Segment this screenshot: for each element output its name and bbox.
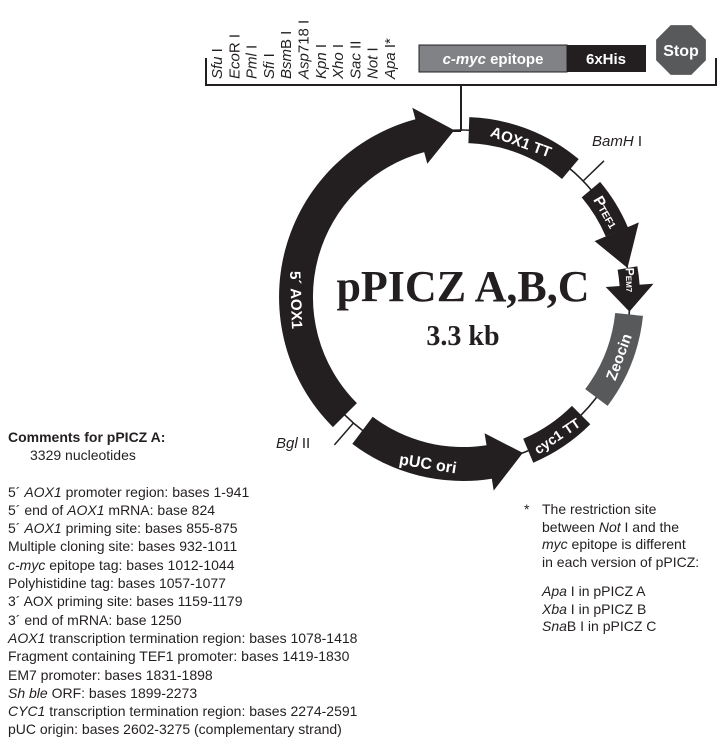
comment-line: 5´ AOX1 priming site: bases 855-875 bbox=[8, 519, 357, 537]
footnote-line: between Not I and the bbox=[542, 519, 699, 537]
comment-line: 5´ end of AOX1 mRNA: base 824 bbox=[8, 501, 357, 519]
bglii-site-label: Bgl II bbox=[276, 435, 310, 452]
footnote-variant: Xba I in pPICZ B bbox=[542, 601, 699, 619]
text-segment: AOX1 bbox=[67, 501, 105, 518]
mcs-site-label: Xho I bbox=[330, 44, 347, 80]
text-segment: in each version of pPICZ: bbox=[542, 553, 700, 570]
mcs-site-label: Apa I* bbox=[382, 38, 399, 80]
comment-line: 3´ end of mRNA: base 1250 bbox=[8, 611, 357, 629]
comment-line: 5´ AOX1 promoter region: bases 1-941 bbox=[8, 483, 357, 501]
mcs-site-label: Asp718 I bbox=[296, 20, 313, 80]
mcs-site-label: Not I bbox=[365, 47, 382, 79]
text-segment: Apa bbox=[542, 583, 567, 599]
text-segment: myc bbox=[542, 536, 568, 552]
bamhi-site-tick bbox=[582, 160, 605, 182]
text-segment: AOX1 bbox=[24, 520, 62, 537]
pem7-arrow bbox=[605, 266, 654, 312]
text-segment: 5´ end of bbox=[8, 501, 68, 518]
text-segment: pUC origin: bases 2602-3275 (complementa… bbox=[8, 721, 342, 738]
comments-panel: Comments for pPICZ A: 3329 nucleotides 5… bbox=[8, 428, 357, 739]
text-segment: AOX1 bbox=[8, 629, 46, 646]
comment-line: AOX1 transcription termination region: b… bbox=[8, 629, 357, 647]
aox1-promoter-arrow bbox=[279, 107, 455, 428]
svg-text:c-myc epitope: c-myc epitope bbox=[443, 51, 544, 68]
comment-line: pUC origin: bases 2602-3275 (complementa… bbox=[8, 720, 357, 738]
text-segment: EM7 promoter: bases 1831-1898 bbox=[8, 666, 213, 683]
text-segment: priming site: bases 855-875 bbox=[61, 520, 238, 537]
cyc1-tt-block bbox=[523, 405, 591, 463]
comment-line: 3´ AOX priming site: bases 1159-1179 bbox=[8, 592, 357, 610]
text-segment: epitope tag: bases 1012-1044 bbox=[45, 556, 235, 573]
mcs-site-label: Sac II bbox=[347, 41, 364, 79]
mcs-site-label: EcoR I bbox=[226, 34, 243, 79]
text-segment: I in pPICZ B bbox=[566, 600, 647, 617]
text-segment: Sh ble bbox=[8, 684, 48, 701]
text-segment: epitope is different bbox=[567, 536, 686, 552]
text-segment: I and the bbox=[620, 518, 680, 535]
footnote-line: myc epitope is different bbox=[542, 536, 699, 554]
plasmid-size: 3.3 kb bbox=[426, 321, 499, 352]
text-segment: between bbox=[542, 518, 599, 535]
text-segment: The restriction site bbox=[542, 501, 657, 517]
aox1-tt-block bbox=[468, 117, 579, 179]
his-tag-box: 6xHis bbox=[567, 45, 646, 72]
text-segment: 3´ end of mRNA: base 1250 bbox=[8, 611, 182, 628]
text-segment: Polyhistidine tag: bases 1057-1077 bbox=[8, 575, 226, 592]
ptef1-arrow bbox=[581, 181, 639, 268]
comment-line: EM7 promoter: bases 1831-1898 bbox=[8, 666, 357, 684]
text-segment: AOX1 bbox=[24, 483, 62, 500]
footnote-asterisk: * bbox=[524, 501, 530, 517]
mcs-bracket bbox=[205, 58, 717, 131]
comment-line: Fragment containing TEF1 promoter: bases… bbox=[8, 647, 357, 665]
cmyc-label: epitope bbox=[486, 51, 544, 68]
text-segment: I in pPICZ A bbox=[566, 583, 646, 599]
footnote-variant: SnaB I in pPICZ C bbox=[542, 618, 699, 636]
text-segment: Sna bbox=[542, 618, 567, 634]
pem7-label: PEM7 bbox=[623, 268, 638, 293]
bglii-site-tick bbox=[333, 422, 355, 446]
cmyc-italic: c-myc bbox=[443, 51, 487, 68]
comment-line: CYC1 transcription termination region: b… bbox=[8, 702, 357, 720]
puc-ori-arrow bbox=[352, 416, 523, 491]
comment-line: Multiple cloning site: bases 932-1011 bbox=[8, 537, 357, 555]
comment-line: Sh ble ORF: bases 1899-2273 bbox=[8, 684, 357, 702]
stop-label: Stop bbox=[663, 43, 699, 60]
text-segment: transcription termination region: bases … bbox=[45, 703, 358, 720]
comments-title: Comments for pPICZ A: bbox=[8, 429, 166, 445]
mcs-site-label: Sfi I bbox=[261, 53, 278, 79]
text-segment: transcription termination region: bases … bbox=[45, 629, 358, 646]
text-segment: CYC1 bbox=[8, 703, 46, 720]
plasmid-name: pPICZ A,B,C bbox=[336, 262, 589, 311]
text-segment: 5´ bbox=[8, 483, 25, 500]
text-segment: mRNA: base 824 bbox=[104, 501, 216, 518]
footnote-line: in each version of pPICZ: bbox=[542, 554, 699, 572]
aox1-promoter-label: 5´ AOX1 bbox=[286, 271, 305, 329]
text-segment: Xba bbox=[542, 600, 567, 617]
cmyc-epitope-box: c-myc epitope bbox=[418, 44, 568, 73]
text-segment: c-myc bbox=[8, 556, 46, 573]
bamhi-site-label: BamH I bbox=[592, 133, 642, 150]
mcs-site-label: Pml I bbox=[244, 45, 261, 79]
footnote-variant: Apa I in pPICZ A bbox=[542, 583, 699, 601]
text-segment: promoter region: bases 1-941 bbox=[61, 483, 250, 500]
stop-sign-icon: Stop bbox=[656, 25, 706, 75]
nucleotide-count: 3329 nucleotides bbox=[30, 447, 136, 464]
footnote-line: The restriction site bbox=[542, 501, 699, 519]
text-segment: Fragment containing TEF1 promoter: bases… bbox=[8, 648, 350, 665]
mcs-site-label: BsmB I bbox=[278, 31, 295, 79]
text-segment: 3´ AOX priming site: bases 1159-1179 bbox=[8, 593, 243, 610]
text-segment: ORF: bases 1899-2273 bbox=[47, 684, 198, 701]
text-segment: Multiple cloning site: bases 932-1011 bbox=[8, 538, 238, 555]
text-segment: 5´ bbox=[8, 520, 25, 537]
comment-line: Polyhistidine tag: bases 1057-1077 bbox=[8, 574, 357, 592]
text-segment: B I in pPICZ C bbox=[566, 618, 657, 634]
mcs-site-label: Kpn I bbox=[313, 44, 330, 79]
mcs-site-label: Sfu I bbox=[209, 48, 226, 79]
zeocin-block bbox=[585, 313, 643, 406]
his-label: 6xHis bbox=[586, 51, 626, 68]
comment-line: c-myc epitope tag: bases 1012-1044 bbox=[8, 556, 357, 574]
text-segment: Not bbox=[598, 518, 621, 535]
